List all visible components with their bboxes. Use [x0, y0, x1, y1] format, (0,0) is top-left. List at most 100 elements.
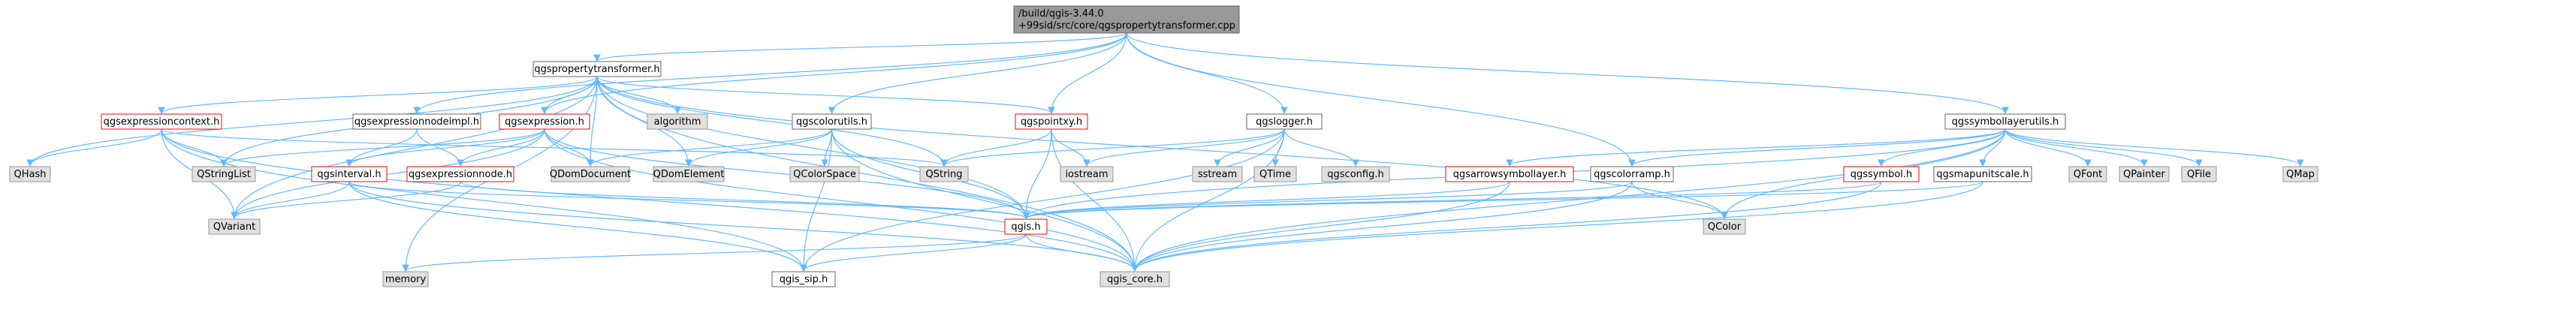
node-label: qgis_core.h	[1107, 274, 1163, 285]
node-box	[1445, 166, 1574, 182]
node-box	[1944, 113, 2066, 130]
node-label: +99sid/src/core/qgspropertytransformer.c…	[1018, 20, 1235, 32]
edge-root-to-expression_h	[541, 32, 1127, 114]
edge-symbollayerutils_h-to-colorramp_h	[1628, 128, 2006, 167]
node-qgis-sip-h[interactable]: qgis_sip.h	[771, 271, 836, 287]
node-box	[2181, 166, 2217, 182]
node-label: QFile	[2187, 169, 2211, 180]
node-colorutils-h[interactable]: qgscolorutils.h	[792, 113, 872, 130]
edge-colorramp_h-to-qgis_h	[1022, 181, 1633, 219]
edge-logger_h-to-iostream	[1083, 128, 1285, 167]
node-transformer-h[interactable]: qgspropertytransformer.h	[532, 61, 662, 77]
node-label: QTime	[1259, 169, 1291, 180]
node-box	[1590, 166, 1674, 182]
node-symbollayerutils-h[interactable]: qgssymbollayerutils.h	[1944, 113, 2066, 130]
node-box	[1246, 113, 1323, 130]
nodes-layer: /build/qgis-3.44.0+99sid/src/core/qgspro…	[9, 5, 2318, 287]
node-label: QDomElement	[653, 169, 725, 180]
edge-root-to-symbollayerutils_h	[1126, 32, 2009, 114]
node-label: /build/qgis-3.44.0	[1018, 8, 1104, 20]
edge-exprcontext_h-to-QStringList	[161, 128, 228, 167]
edge-mapunitscale_h-to-qgis_core_h	[1131, 181, 1983, 272]
node-label: qgspropertytransformer.h	[534, 64, 659, 75]
node-label: qgscolorramp.h	[1594, 169, 1670, 180]
edge-transformer_h-to-exprcontext_h	[158, 76, 598, 114]
edge-root-to-transformer_h	[593, 32, 1127, 62]
node-label: qgsarrowsymbollayer.h	[1453, 169, 1567, 180]
node-exprnodeimpl-h[interactable]: qgsexpressionnodeimpl.h	[352, 113, 481, 130]
node-label: QColor	[1708, 221, 1742, 233]
node-label: qgsconfig.h	[1327, 169, 1383, 180]
node-label: qgslogger.h	[1256, 116, 1313, 128]
edge-expression_h-to-qgis_h	[544, 128, 1030, 219]
edge-exprcontext_h-to-QHash	[26, 128, 162, 167]
node-symbol-h[interactable]: qgssymbol.h	[1843, 166, 1920, 182]
edge-interval_h-to-QVariant	[231, 181, 350, 219]
edge-exprcontext_h-to-QString	[161, 128, 948, 167]
node-algorithm: algorithm	[647, 113, 708, 130]
edge-exprnode_h-to-qgis_h	[460, 181, 1030, 219]
edge-transformer_h-to-qgis_core_h	[596, 76, 1139, 272]
edge-qgis_h-to-qgis_sip_h	[800, 233, 1027, 272]
node-label: qgssymbol.h	[1851, 169, 1913, 180]
node-iostream: iostream	[1060, 166, 1114, 182]
node-pointxy-h[interactable]: qgspointxy.h	[1015, 113, 1088, 130]
edge-qgis_h-to-qgis_core_h	[1025, 233, 1139, 272]
node-QTime: QTime	[1253, 166, 1297, 182]
node-QHash: QHash	[9, 166, 51, 182]
node-label: qgsexpressionnode.h	[409, 169, 512, 180]
node-arrowsymbollayer-h[interactable]: qgsarrowsymbollayer.h	[1445, 166, 1574, 182]
node-root[interactable]: /build/qgis-3.44.0+99sid/src/core/qgspro…	[1013, 5, 1240, 34]
node-qgis-h[interactable]: qgis.h	[1004, 218, 1048, 235]
edge-expression_h-to-qgis_core_h	[544, 128, 1139, 272]
edge-logger_h-to-qgis_core_h	[1131, 128, 1285, 272]
edge-arrowsymbollayer_h-to-qgis_h	[1022, 181, 1510, 219]
edge-transformer_h-to-pointxy_h	[596, 76, 1055, 114]
node-label: QColorSpace	[793, 169, 856, 180]
node-colorramp-h[interactable]: qgscolorramp.h	[1590, 166, 1674, 182]
node-label: QStringList	[197, 169, 251, 180]
edge-pointxy_h-to-qgis_h	[1022, 128, 1052, 219]
node-mapunitscale-h[interactable]: qgsmapunitscale.h	[1933, 166, 2032, 182]
node-memory: memory	[382, 271, 429, 287]
node-exprcontext-h[interactable]: qgsexpressioncontext.h	[101, 113, 222, 130]
edge-logger_h-to-qgis_sip_h	[800, 128, 1285, 272]
node-QMap: QMap	[2282, 166, 2318, 182]
node-label: qgsmapunitscale.h	[1936, 169, 2029, 180]
node-interval-h[interactable]: qgsinterval.h	[311, 166, 388, 182]
node-expression-h[interactable]: qgsexpression.h	[499, 113, 590, 130]
node-box	[499, 113, 590, 130]
edge-expression_h-to-QStringList	[220, 128, 545, 167]
node-box	[2068, 166, 2107, 182]
edge-exprcontext_h-to-qgis_core_h	[161, 128, 1139, 272]
node-QString: QString	[919, 166, 969, 182]
node-exprnode-h[interactable]: qgsexpressionnode.h	[406, 166, 514, 182]
edge-transformer_h-to-QColor	[596, 76, 1728, 219]
edge-root-to-exprnodeimpl_h	[413, 32, 1127, 114]
edge-symbol_h-to-qgis_core_h	[1131, 181, 1882, 272]
node-label: QPainter	[2123, 169, 2165, 180]
node-label: qgis_sip.h	[780, 274, 828, 285]
edge-expression_h-to-interval_h	[345, 128, 545, 167]
node-box	[311, 166, 388, 182]
node-label: QString	[925, 169, 962, 180]
edge-logger_h-to-qgsconfig_h	[1283, 128, 1359, 167]
node-label: QMap	[2286, 169, 2315, 180]
node-qgis-core-h: qgis_core.h	[1099, 271, 1170, 287]
edge-symbollayerutils_h-to-arrowsymbollayer_h	[1506, 128, 2006, 167]
node-logger-h[interactable]: qgslogger.h	[1246, 113, 1323, 130]
node-box	[789, 166, 860, 182]
node-box	[192, 166, 256, 182]
node-box	[792, 113, 872, 130]
node-label: memory	[385, 274, 427, 285]
edge-exprnode_h-to-QVariant	[231, 181, 461, 219]
edge-root-to-colorutils_h	[828, 32, 1127, 114]
node-label: QFont	[2074, 169, 2103, 180]
edge-logger_h-to-QString	[940, 128, 1285, 167]
node-box	[1060, 166, 1114, 182]
edge-transformer_h-to-qgis_h	[596, 76, 1030, 219]
edge-expression_h-to-QVariant	[231, 128, 545, 219]
node-box	[532, 61, 662, 77]
node-box	[9, 166, 51, 182]
